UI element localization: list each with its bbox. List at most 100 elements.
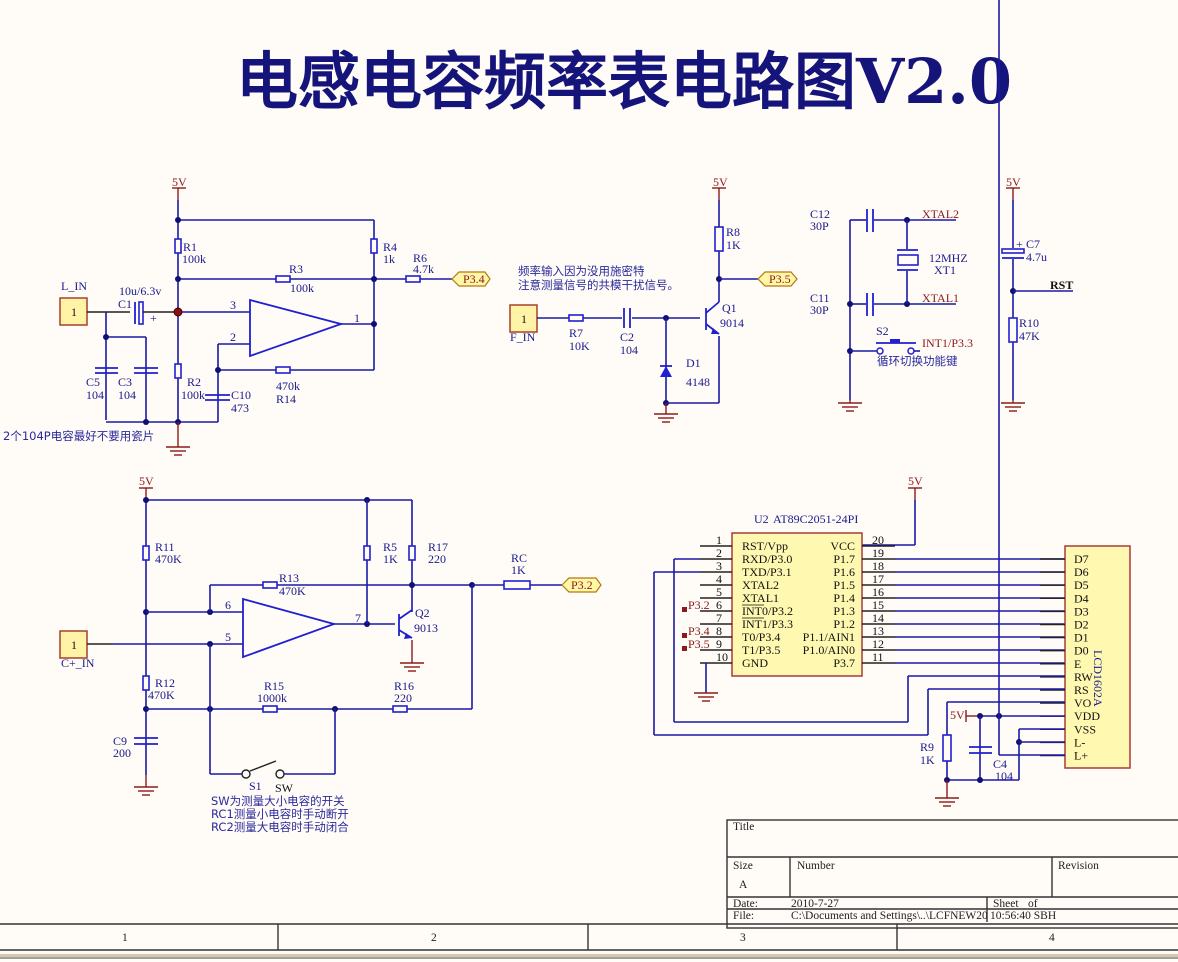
mcu-pin-name: P1.5: [833, 578, 855, 592]
connector-f-in-pin: 1: [521, 312, 527, 326]
r3-ref: R3: [289, 262, 303, 276]
r15-ref: R15: [264, 679, 284, 693]
mcu-pin-name: P1.2: [833, 617, 855, 631]
mcu-pin-num: 2: [716, 546, 722, 560]
c11-ref: C11: [810, 291, 830, 305]
resistor-r15: [262, 705, 278, 713]
q2-value: 9013: [414, 621, 438, 635]
s2-ref: S2: [876, 324, 889, 338]
opamp-pin1: 1: [354, 311, 360, 325]
mcu-pin-num: 20: [872, 533, 884, 547]
mcu-pin-num: 4: [716, 572, 722, 586]
mcu-pin-name: P1.3: [833, 604, 855, 618]
mcu-net-p3-2: P3.2: [688, 598, 710, 612]
mcu-pin-num: 13: [872, 624, 884, 638]
r9-value: 1K: [920, 753, 935, 767]
mcu-net-p3-4: P3.4: [688, 624, 710, 638]
crystal-circuit: C12 30P C11 30P 12MHZ XT1 XTAL2 XTAL1 S2: [810, 207, 973, 412]
mcu-pin-name: XTAL1: [742, 591, 779, 605]
q2-ref: Q2: [415, 606, 430, 620]
mcu-pin-num: 5: [716, 585, 722, 599]
r13-ref: R13: [279, 571, 299, 585]
net-int1: INT1/P3.3: [922, 336, 973, 350]
tb-date-value: 2010-7-27: [791, 898, 839, 910]
c5-value: 104: [86, 388, 104, 402]
mcu-body: [731, 532, 863, 677]
connector-f-in-label: F_IN: [510, 330, 536, 344]
port-p3-2: [561, 577, 602, 593]
lcd-pin-label: RS: [1074, 683, 1089, 697]
mcu-pin-num: 14: [872, 611, 884, 625]
resistor-r17: [408, 545, 416, 561]
freq-note-1: 频率输入因为没用施密特: [518, 264, 645, 278]
schematic-title: 电感电容频率表电路图V2.0: [236, 45, 1012, 118]
reset-circuit: 5V + C7 4.7u RST R10 47K: [1001, 175, 1073, 412]
resistor-r7: [568, 314, 584, 322]
r11-value: 470K: [155, 552, 182, 566]
lcd-pin-label: D1: [1074, 631, 1089, 645]
mcu-pin-name: TXD/P3.1: [742, 565, 792, 579]
c7-value: 4.7u: [1026, 250, 1047, 264]
r12-value: 470K: [148, 688, 175, 702]
c1-plus: +: [150, 311, 157, 325]
rc-value: 1K: [511, 563, 526, 577]
frequency-circuit: 5V R8 1K P3.5 频率输入因为没用施密特 注意测量信号的共模干扰信号。…: [509, 175, 798, 423]
c11-value: 30P: [810, 303, 829, 317]
net-xtal2: XTAL2: [922, 207, 959, 221]
mcu-pin-num: 15: [872, 598, 884, 612]
lcd-pin-label: D2: [1074, 618, 1089, 632]
junction-red: [173, 307, 183, 317]
r15-value: 1000k: [257, 691, 287, 705]
r7-ref: R7: [569, 326, 583, 340]
r16-value: 220: [394, 691, 412, 705]
mcu-pin-num: 18: [872, 559, 884, 573]
c5-ref: C5: [86, 375, 100, 389]
lcd-pin-label: VO: [1074, 696, 1092, 710]
mcu-pin-name: P3.7: [833, 656, 855, 670]
tb-revision-label: Revision: [1058, 860, 1099, 872]
port-p3-4-label: P3.4: [463, 272, 485, 286]
resistor-r3: [275, 275, 291, 283]
tb-size-label: Size: [733, 860, 753, 872]
lcd-pin-label: D0: [1074, 644, 1089, 658]
resistor-r10: [1008, 317, 1018, 343]
diode-d1: [660, 366, 672, 377]
opamp-pin5: 5: [225, 630, 231, 644]
opamp-pin2: 2: [230, 330, 236, 344]
mcu-pin-num: 7: [716, 611, 722, 625]
lcd-pin-label: E: [1074, 657, 1081, 671]
r12-ref: R12: [155, 676, 175, 690]
lcd-pin-label: VDD: [1074, 709, 1100, 723]
resistor-r12: [142, 675, 150, 691]
power-label-5v-freq: 5V: [713, 175, 728, 189]
r1-value: 100k: [182, 252, 206, 266]
switch-s2[interactable]: [876, 347, 884, 355]
lcd-pin-label: VSS: [1074, 722, 1096, 736]
lcd-pin-label: D6: [1074, 565, 1089, 579]
c7-ref: C7: [1026, 237, 1040, 251]
resistor-r1: [174, 238, 182, 254]
r3-value: 100k: [290, 281, 314, 295]
c2-ref: C2: [620, 330, 634, 344]
mcu-net-p3-5: P3.5: [688, 637, 710, 651]
zone-4: 4: [1049, 932, 1055, 944]
zone-1: 1: [122, 932, 128, 944]
r6-ref: R6: [413, 251, 427, 265]
cap-note-3: RC2测量大电容时手动闭合: [211, 820, 349, 834]
mcu-pin-name: GND: [742, 656, 768, 670]
r13-value: 470K: [279, 584, 306, 598]
r10-value: 47K: [1019, 329, 1040, 343]
opamp-pin6: 6: [225, 598, 231, 612]
c1-value: 10u/6.3v: [119, 284, 161, 298]
c4-ref: C4: [993, 757, 1007, 771]
resistor-r16: [392, 705, 408, 713]
mcu-pin-num: 19: [872, 546, 884, 560]
freq-note-2: 注意测量信号的共模干扰信号。: [518, 278, 679, 292]
mcu-ref: U2: [754, 512, 769, 526]
xt1-value: 12MHZ: [929, 251, 968, 265]
switch-s1[interactable]: [241, 769, 251, 779]
mcu-pin-num: 10: [716, 650, 728, 664]
tb-number-label: Number: [797, 860, 835, 872]
